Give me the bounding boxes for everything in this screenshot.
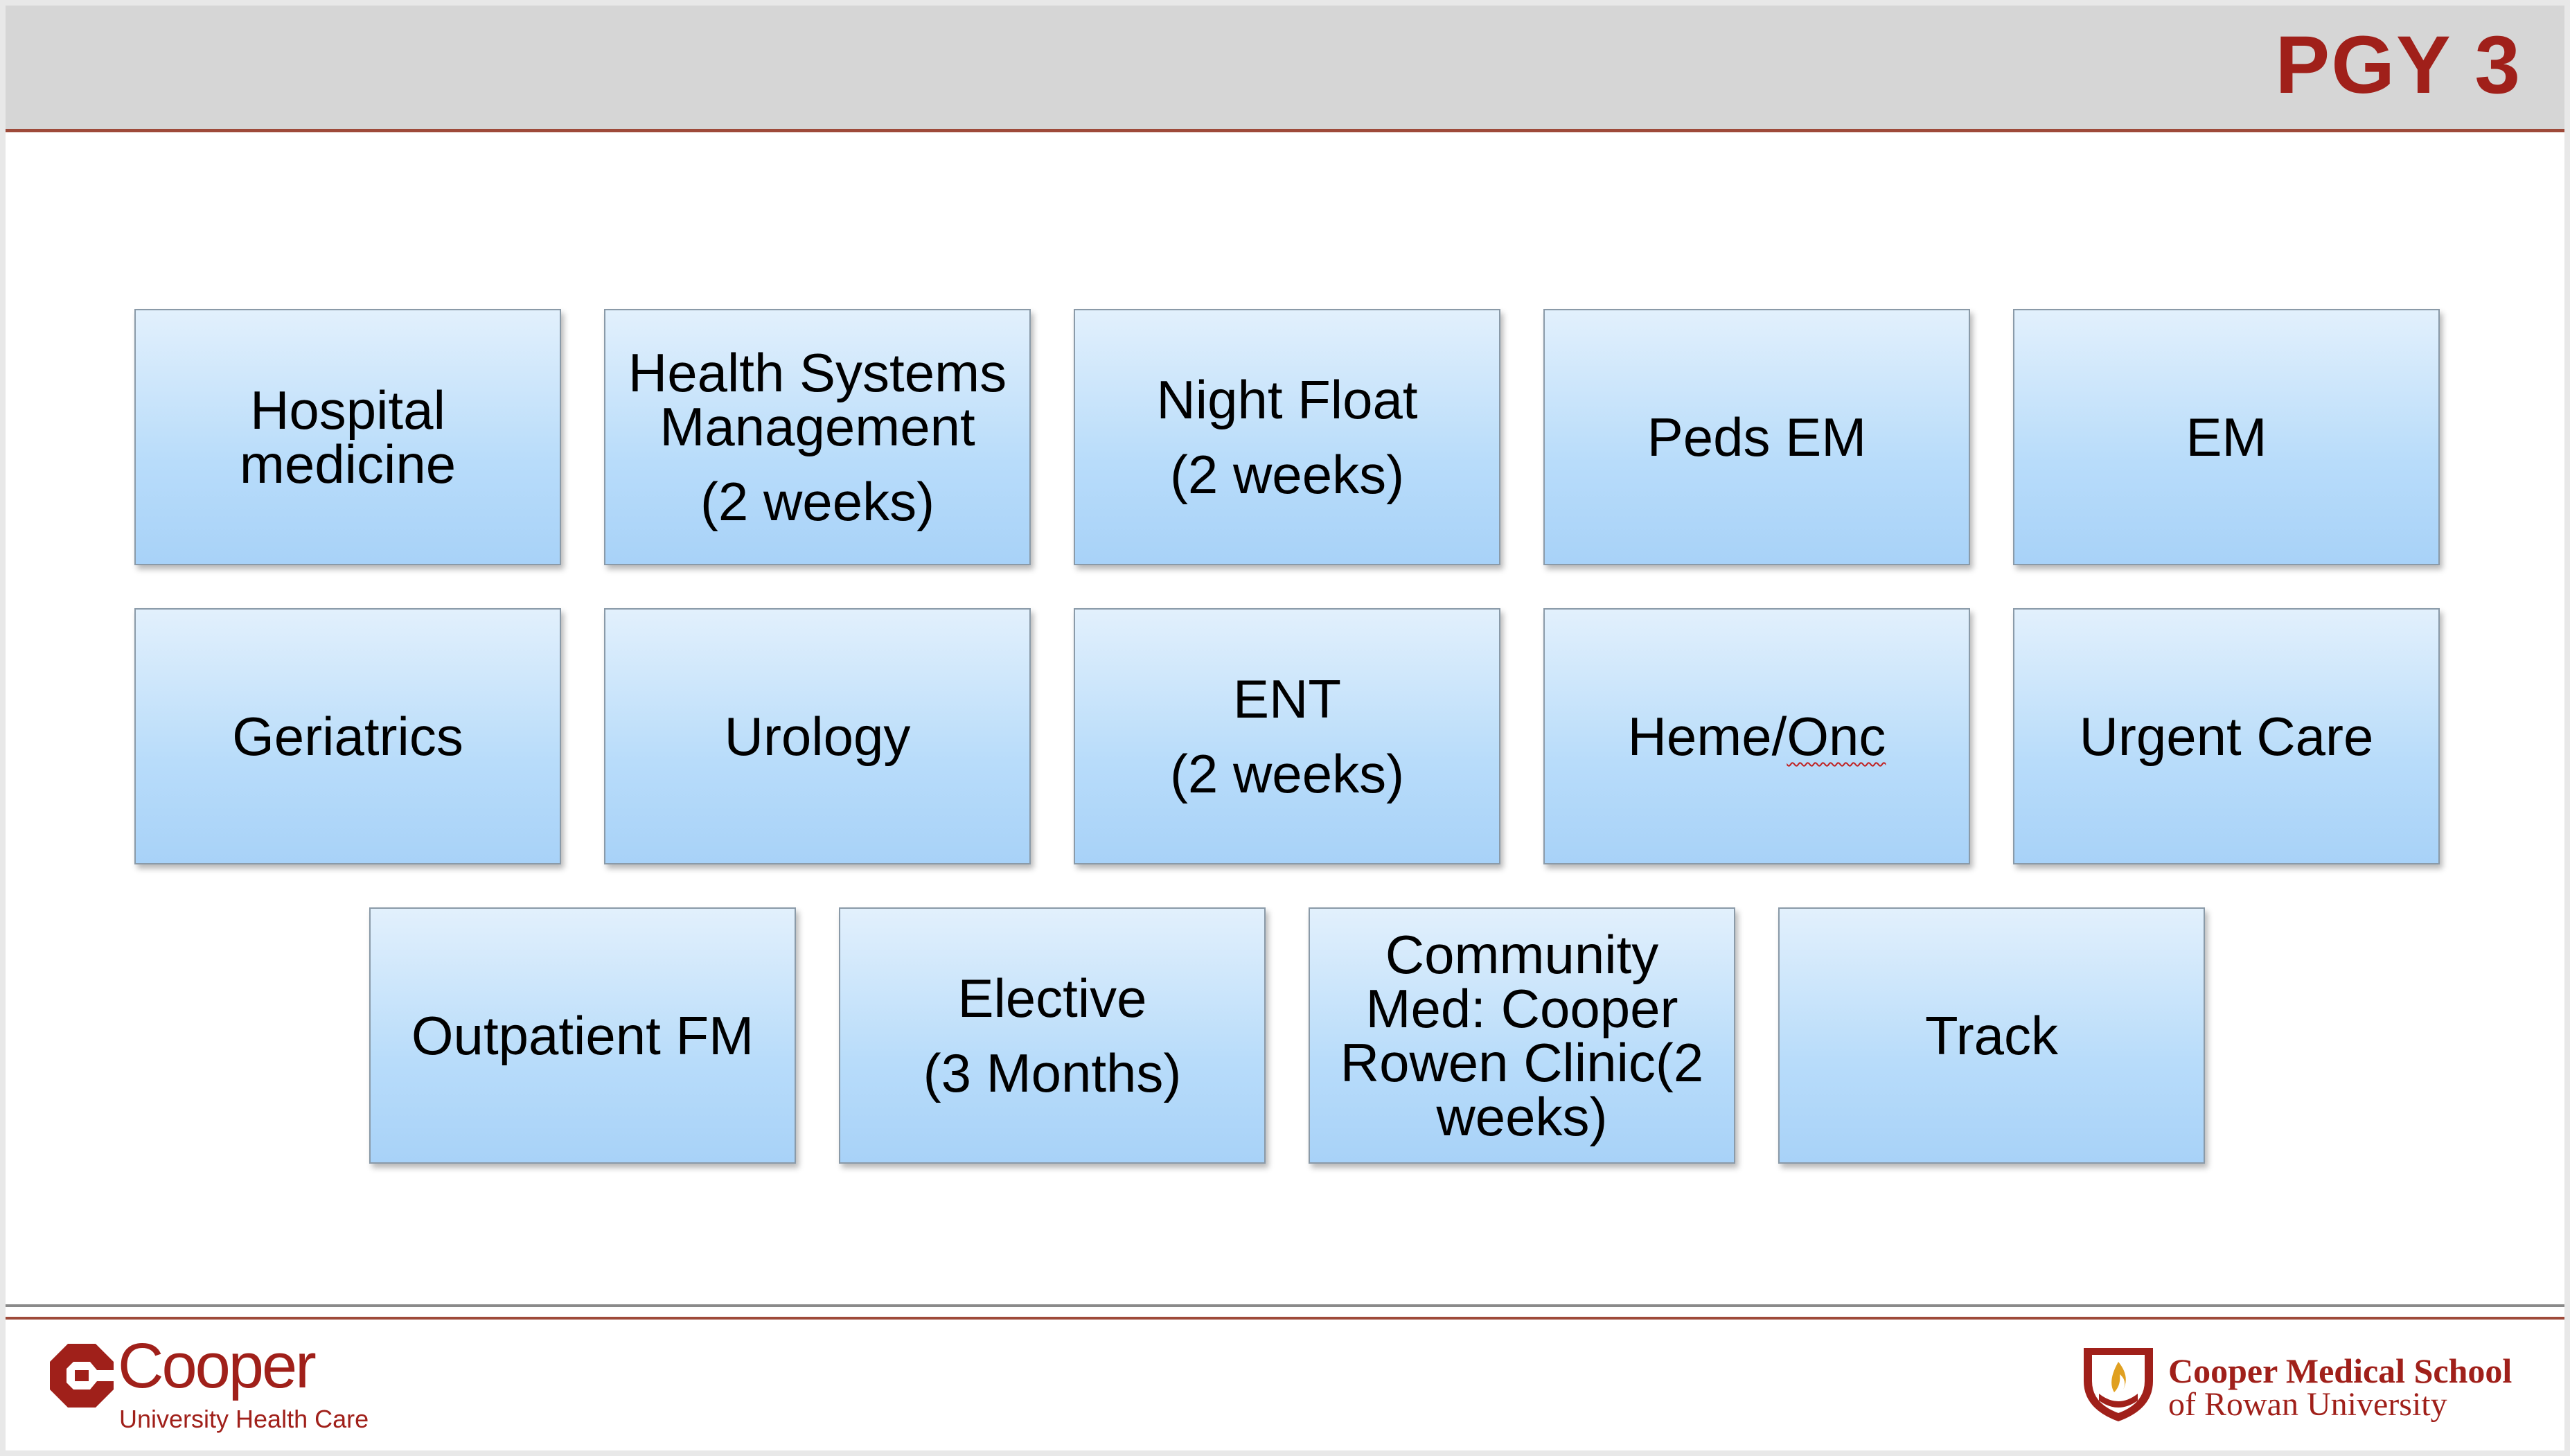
rotation-label: Elective — [957, 968, 1147, 1029]
rotation-label: Outpatient FM — [411, 1005, 754, 1066]
cooper-logo-name: Cooper — [118, 1331, 317, 1401]
rotation-label-part: Heme/ — [1627, 706, 1787, 767]
rotation-duration: (2 weeks) — [1169, 743, 1405, 804]
cmsru-logo: Cooper Medical School of Rowan Universit… — [2080, 1342, 2523, 1432]
rotation-community-med: Community Med: Cooper Rowen Clinic(2 wee… — [1309, 907, 1735, 1164]
rotation-label: Geriatrics — [232, 706, 463, 767]
cmsru-name: Cooper Medical School — [2168, 1351, 2513, 1390]
cooper-logo-subtitle: University Health Care — [119, 1405, 369, 1433]
rotation-label: Peds EM — [1647, 407, 1867, 468]
rotation-heme-onc: Heme/Onc — [1543, 608, 1970, 864]
shield-flame-icon — [2084, 1348, 2153, 1421]
rotation-outpatient-fm: Outpatient FM — [369, 907, 796, 1164]
cmsru-subname: of Rowan University — [2168, 1386, 2447, 1423]
cooper-c-icon — [50, 1344, 114, 1408]
rotation-duration: (2 weeks) — [1169, 444, 1405, 505]
rotation-duration: (3 Months) — [923, 1042, 1182, 1103]
rotation-hospital-medicine: Hospital medicine — [134, 309, 561, 565]
cooper-logo: Cooper University Health Care — [47, 1331, 407, 1439]
rotation-label: Health Systems — [628, 342, 1007, 403]
rotation-label: ENT — [1233, 668, 1341, 729]
rotation-night-float: Night Float (2 weeks) — [1074, 309, 1500, 565]
rotation-label: Track — [1924, 1005, 2059, 1066]
rotation-label: Med: Cooper — [1365, 978, 1678, 1039]
rotation-peds-em: Peds EM — [1543, 309, 1970, 565]
rotation-label: Night Float — [1156, 369, 1418, 430]
rotation-label: Heme/Onc — [1628, 709, 1886, 763]
header-bar: PGY 3 — [6, 6, 2564, 129]
spellcheck-underlined-word: Onc — [1787, 706, 1886, 767]
rotation-ent: ENT (2 weeks) — [1074, 608, 1500, 864]
rotation-label: EM — [2186, 407, 2267, 468]
rotation-elective: Elective (3 Months) — [839, 907, 1266, 1164]
footer-divider-accent — [6, 1317, 2564, 1320]
rotation-label: Management — [659, 396, 975, 457]
page-title: PGY 3 — [2275, 19, 2522, 111]
rotation-label: Rowen Clinic(2 — [1340, 1032, 1704, 1093]
rotation-label: weeks) — [1436, 1086, 1608, 1147]
rotation-label: medicine — [239, 434, 457, 495]
rotation-geriatrics: Geriatrics — [134, 608, 561, 864]
rotation-label: Urgent Care — [2079, 706, 2374, 767]
rotation-urgent-care: Urgent Care — [2013, 608, 2440, 864]
rotation-label: Urology — [724, 706, 911, 767]
rotation-duration: (2 weeks) — [700, 471, 935, 532]
slide: PGY 3 Hospital medicine Health Systems M… — [6, 6, 2564, 1450]
rotation-track: Track — [1778, 907, 2205, 1164]
rotation-health-systems-management: Health Systems Management (2 weeks) — [604, 309, 1031, 565]
rotation-label: Community — [1385, 924, 1659, 985]
rotation-urology: Urology — [604, 608, 1031, 864]
header-divider — [6, 129, 2564, 132]
rotation-em: EM — [2013, 309, 2440, 565]
rotation-label: Hospital — [250, 380, 445, 441]
footer-divider — [6, 1304, 2564, 1307]
